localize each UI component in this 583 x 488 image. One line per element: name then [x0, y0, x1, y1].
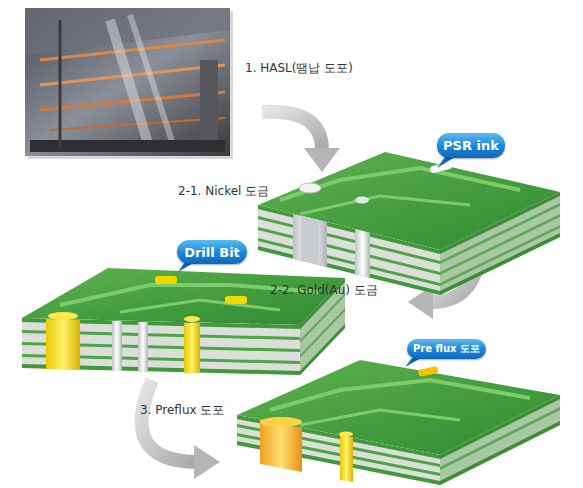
pcb-board-part	[440, 192, 560, 295]
pcb-board-part	[300, 410, 460, 425]
pcb-board-part	[299, 183, 321, 193]
pcb-board-part	[280, 168, 520, 200]
pcb-board-part	[237, 415, 440, 485]
callout-text: PSR ink	[443, 138, 499, 153]
pcb-board-part	[301, 216, 319, 265]
pcb-board-part	[258, 227, 440, 275]
step-label: 1. HASL(땜납 도포)	[245, 60, 353, 77]
pcb-board-part	[300, 324, 345, 375]
flow-arrow-part	[262, 112, 322, 150]
pcb-board-part	[405, 358, 421, 367]
hasl-photo-part	[40, 40, 225, 60]
hasl-photo-part	[110, 20, 150, 150]
pcb-board-part	[440, 395, 560, 485]
pcb-board-part	[355, 229, 370, 278]
callout-bubble: PSR ink	[437, 133, 505, 158]
pcb-board-part	[440, 225, 560, 286]
pcb-board-part	[258, 216, 440, 264]
step-label: 3. Preflux 도포	[140, 402, 224, 419]
hasl-photo-part	[25, 8, 230, 156]
callout-text: Drill Bit	[184, 245, 240, 260]
pcb-board-part	[440, 421, 560, 485]
pcb-board-part	[339, 432, 353, 437]
pcb-board-part	[440, 395, 560, 459]
flow-arrow-part	[304, 148, 340, 172]
hasl-photo-part	[59, 20, 62, 150]
hasl-photo-part	[25, 8, 230, 55]
flow-arrow-part	[194, 445, 220, 479]
pcb-board-part	[293, 214, 327, 267]
pcb-board-part	[418, 366, 439, 377]
pcb-board-part	[48, 312, 78, 320]
pcb-board-part	[355, 197, 369, 204]
pcb-board-part	[184, 316, 200, 322]
pcb-board-part	[260, 417, 302, 427]
pcb-board-part	[440, 233, 560, 295]
pcb-board-part	[22, 318, 300, 375]
pcb-board-part	[437, 157, 455, 168]
step-label: 2-1. Nickel 도금	[178, 183, 269, 200]
callout-text: Pre flux 도포	[413, 342, 480, 356]
pcb-board	[22, 262, 345, 375]
pcb-board-part	[300, 196, 470, 214]
pcb-board-part	[340, 435, 353, 482]
flow-arrow-part	[142, 380, 195, 462]
pcb-board	[237, 358, 560, 485]
pcb-board-part	[270, 380, 530, 410]
pcb-board-part	[120, 300, 280, 312]
callout-bubble: Pre flux 도포	[407, 339, 486, 359]
pcb-board-part	[46, 319, 80, 370]
pcb-board-part	[440, 407, 560, 470]
pcb-board-part	[225, 296, 247, 304]
pcb-board-part	[155, 276, 177, 284]
flow-arrow	[262, 112, 340, 172]
hasl-photo-part	[200, 60, 218, 150]
pcb-board-part	[260, 420, 302, 472]
hasl-photo-part	[130, 15, 175, 150]
pcb-board	[258, 152, 560, 295]
pcb-board-part	[112, 321, 122, 371]
flow-arrow	[142, 380, 220, 479]
pcb-board-part	[184, 323, 200, 373]
pcb-board-part	[138, 322, 148, 372]
step-label: 2-2. Gold(Au) 도금	[270, 282, 378, 299]
callout-bubble: Drill Bit	[177, 240, 247, 264]
hasl-photo	[25, 8, 233, 159]
